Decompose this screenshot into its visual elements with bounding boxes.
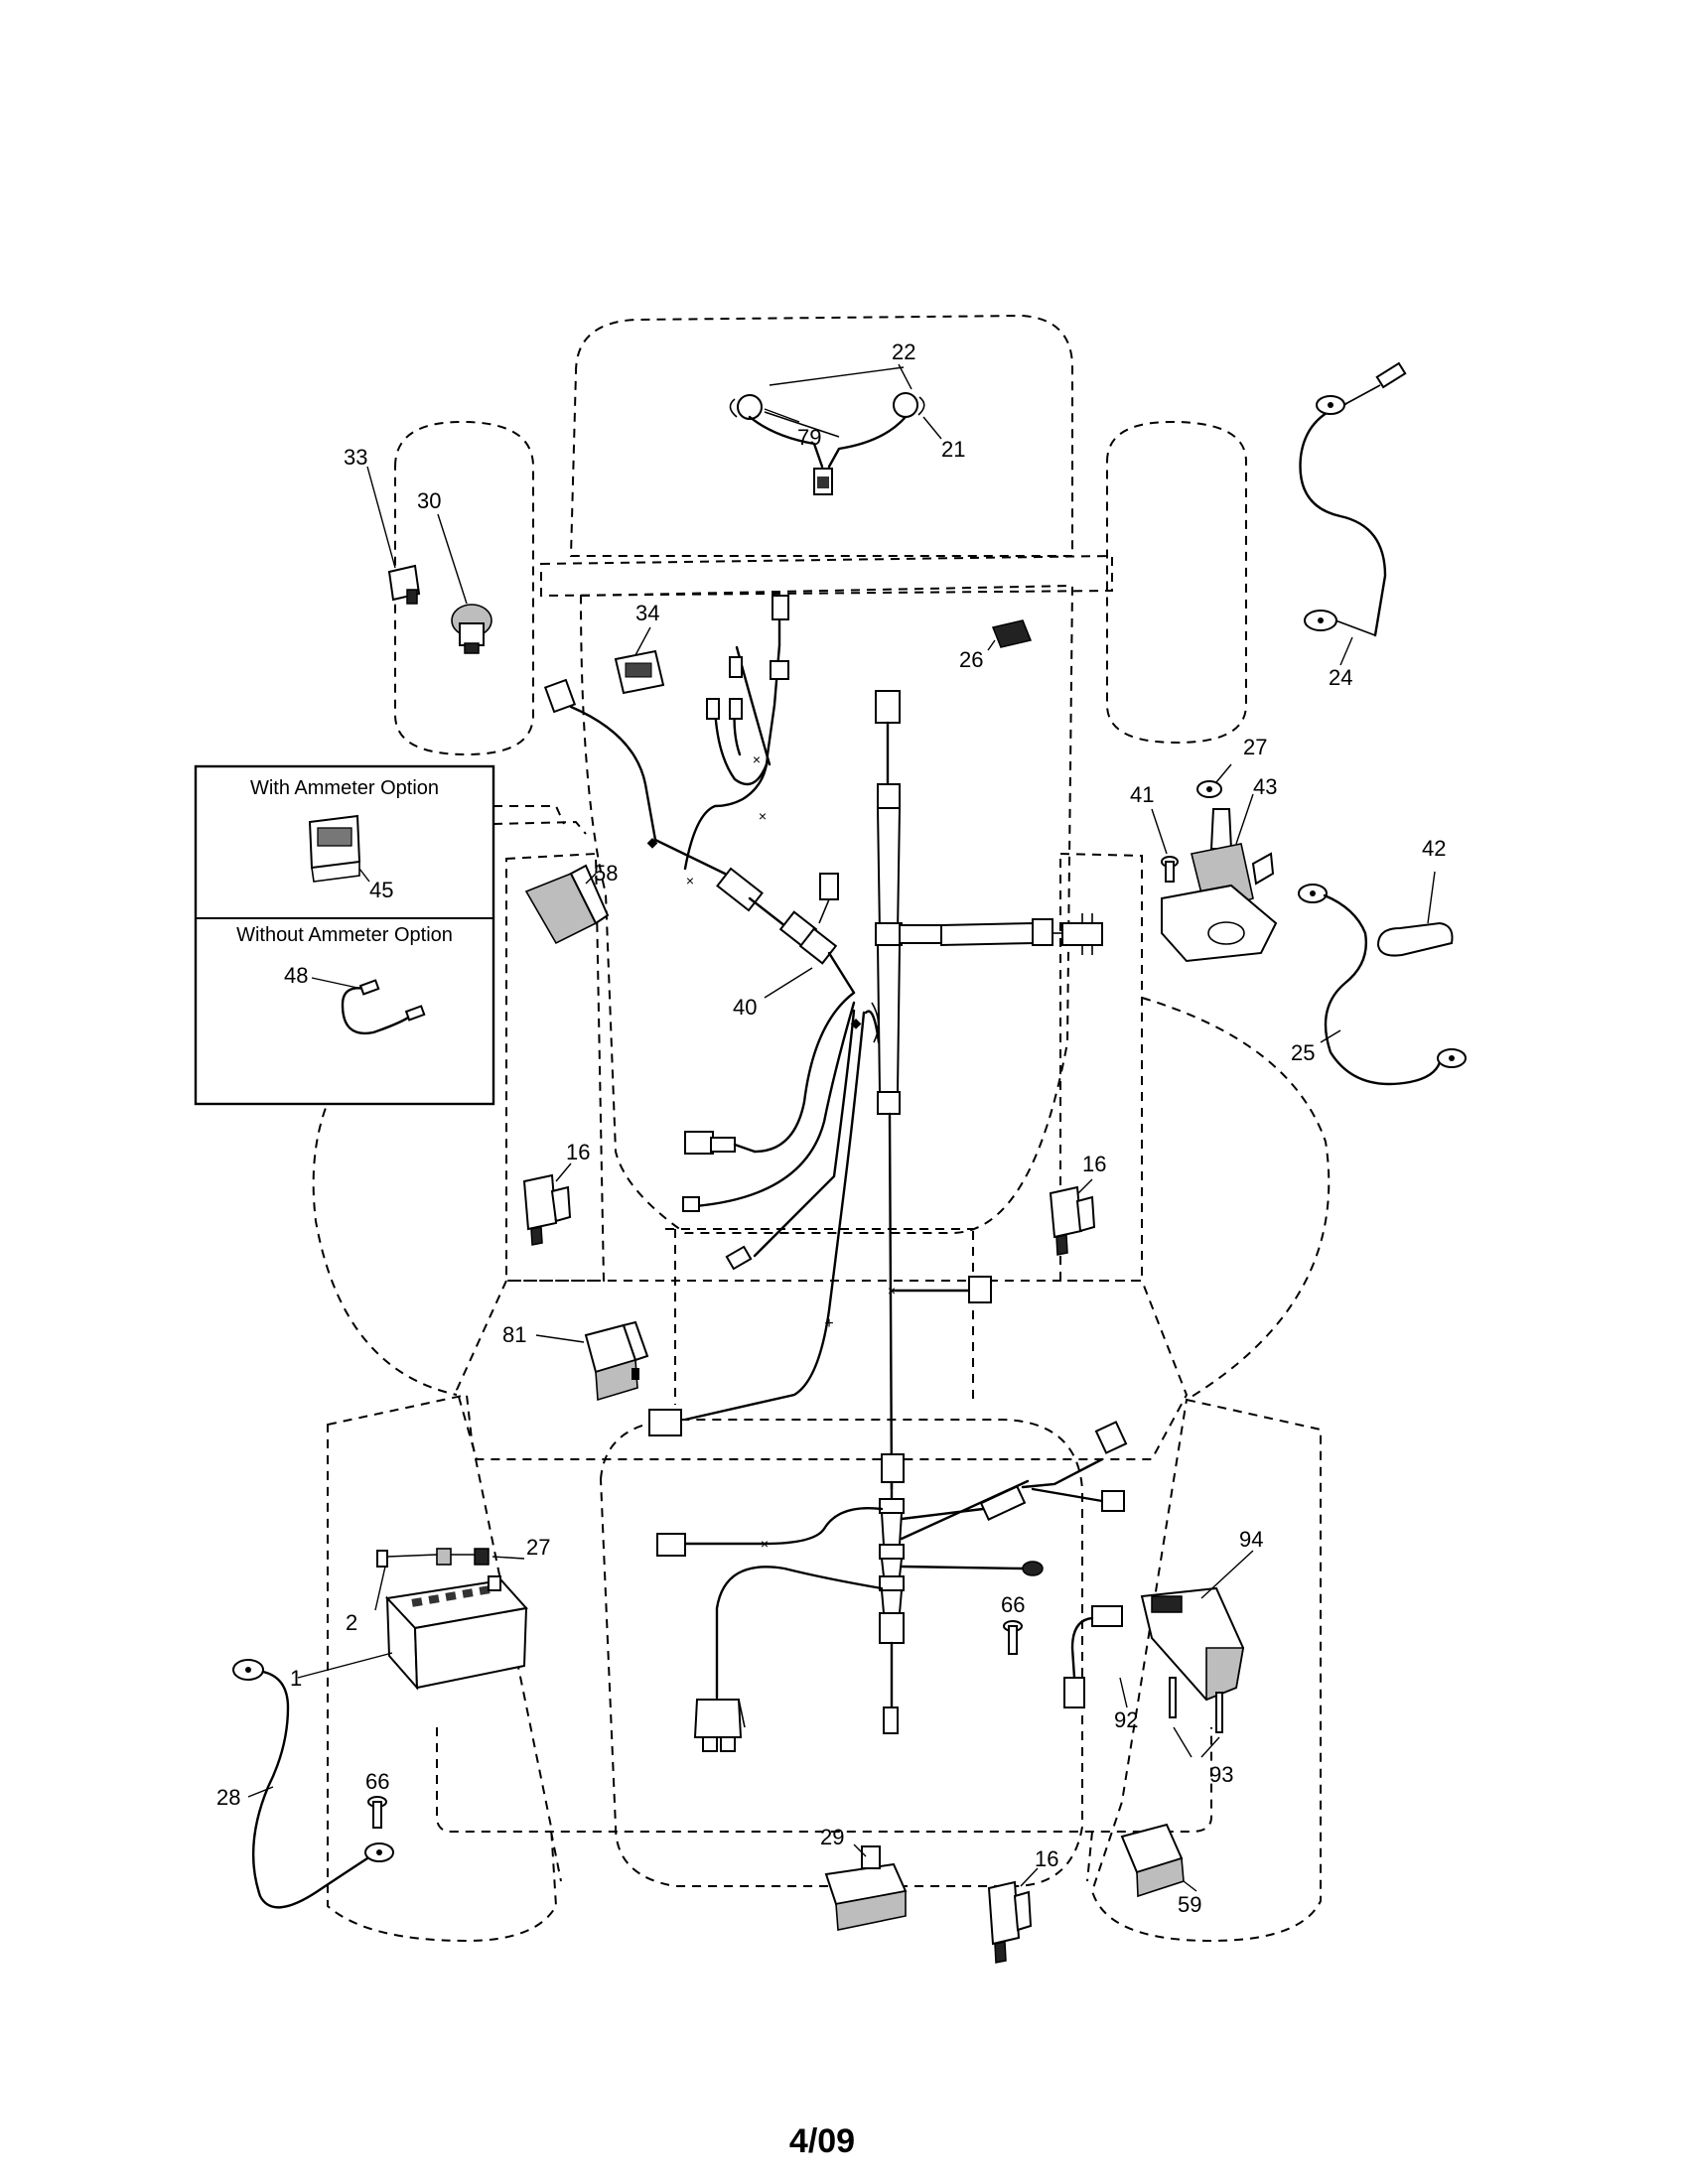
callout-43: 43: [1253, 774, 1277, 799]
svg-text:◆: ◆: [851, 1015, 862, 1030]
svg-text:×: ×: [759, 808, 767, 824]
solenoid-part: [1161, 763, 1278, 963]
callout-66b: 66: [1001, 1592, 1025, 1617]
callout-22: 22: [892, 340, 915, 364]
callout-92: 92: [1114, 1707, 1138, 1732]
bolt-part: [1151, 808, 1179, 883]
battery-cable-positive-part: [1299, 361, 1407, 666]
battery-bolt-part: [374, 1548, 525, 1611]
switch-assembly-94-part: [1140, 1550, 1254, 1702]
safety-switch-left-part: [522, 1162, 572, 1246]
callout-27b: 27: [1243, 735, 1267, 759]
ammeter-option-box: With Ammeter Option Without Ammeter Opti…: [194, 764, 587, 1106]
battery-part: [297, 1575, 528, 1691]
callout-59: 59: [1178, 1892, 1201, 1917]
switch-29-part: [824, 1843, 908, 1931]
pto-switch-part: [614, 626, 665, 695]
callout-94: 94: [1239, 1527, 1263, 1552]
ground-cable-part: [232, 1659, 394, 1909]
callout-24: 24: [1329, 665, 1352, 690]
svg-text:×: ×: [761, 1536, 769, 1552]
screw-right-part: [1003, 1620, 1023, 1655]
callout-33: 33: [344, 445, 367, 470]
callout-26: 26: [959, 647, 983, 672]
headlight-assembly-part: [729, 363, 942, 495]
callout-27a: 27: [526, 1535, 550, 1560]
callout-16c: 16: [1035, 1846, 1058, 1871]
callout-1: 1: [290, 1666, 302, 1691]
svg-text:×: ×: [888, 1283, 896, 1298]
fuse-part: [987, 619, 1033, 651]
with-ammeter-title: With Ammeter Option: [250, 777, 439, 799]
screw-left-part: [367, 1796, 387, 1829]
safety-switch-right-part: [1049, 1178, 1096, 1256]
svg-text:+: +: [824, 1315, 833, 1332]
screw-93-part: [1169, 1677, 1223, 1758]
callout-41: 41: [1130, 782, 1154, 807]
tractor-outline: [312, 314, 1331, 1943]
callout-79: 79: [797, 425, 821, 450]
callout-45: 45: [369, 878, 393, 902]
callout-40: 40: [733, 995, 757, 1020]
callout-34: 34: [635, 601, 659, 625]
center-harness-trunk-part: × ×: [656, 690, 1128, 1752]
module-58-part: [524, 864, 610, 945]
callout-28: 28: [216, 1785, 240, 1810]
callout-16a: 16: [566, 1140, 590, 1164]
terminal-cap-part: [1376, 871, 1454, 957]
safety-switch-bottom-part: [987, 1867, 1039, 1964]
without-ammeter-title: Without Ammeter Option: [236, 924, 453, 946]
main-wire-harness-part: × × × ◆ + ◆: [543, 595, 881, 1436]
svg-text:×: ×: [753, 751, 761, 767]
callout-48: 48: [284, 963, 308, 988]
battery-cable-solenoid-part: [1298, 884, 1467, 1086]
ammeter-gauge-part: [308, 814, 370, 883]
ignition-key-part: [366, 466, 421, 605]
callout-42: 42: [1422, 836, 1446, 861]
relay-part: [535, 1320, 649, 1402]
revision-date: 4/09: [789, 2122, 855, 2160]
callout-2: 2: [346, 1610, 357, 1635]
connector-92-part: [1063, 1605, 1128, 1708]
callout-16b: 16: [1082, 1152, 1106, 1176]
callout-25: 25: [1291, 1040, 1315, 1065]
ignition-switch-part: [437, 513, 492, 654]
callout-93: 93: [1209, 1762, 1233, 1787]
module-59-part: [1120, 1823, 1197, 1898]
callout-29: 29: [820, 1825, 844, 1849]
callout-81: 81: [502, 1322, 526, 1347]
callout-66a: 66: [365, 1769, 389, 1794]
svg-text:×: ×: [686, 873, 694, 888]
callout-21: 21: [941, 437, 965, 462]
callout-58: 58: [594, 861, 618, 886]
jumper-wire-part: [311, 977, 426, 1035]
svg-text:◆: ◆: [647, 834, 658, 850]
callout-30: 30: [417, 488, 441, 513]
